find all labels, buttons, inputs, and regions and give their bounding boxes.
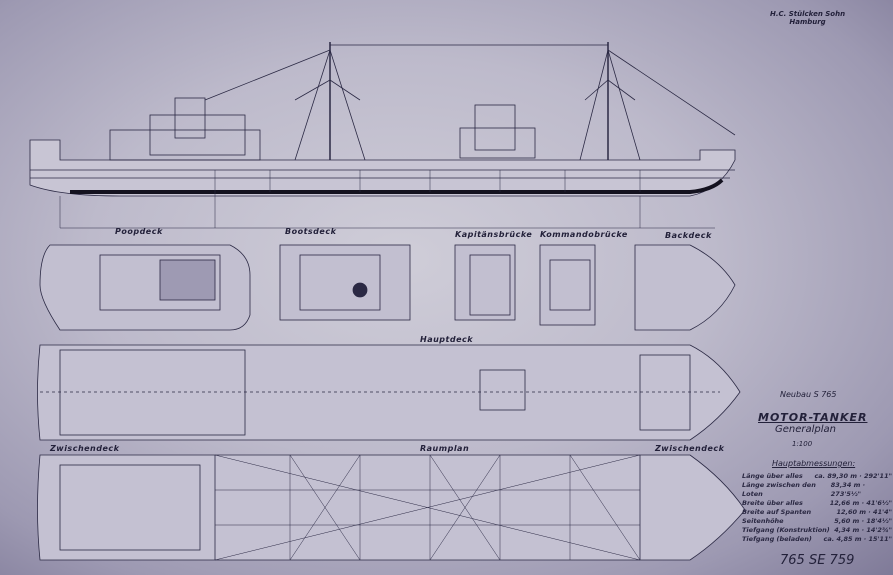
label-poopdeck: Poopdeck bbox=[115, 227, 163, 236]
newbuild-number: Neubau S 765 bbox=[780, 390, 837, 399]
label-hauptdeck: Hauptdeck bbox=[420, 335, 474, 344]
drawing-subtitle: Generalplan bbox=[775, 424, 837, 435]
label-backdeck: Backdeck bbox=[665, 231, 712, 240]
dimensions-heading: Hauptabmessungen: bbox=[772, 459, 856, 468]
label-kommandobruecke: Kommandobrücke bbox=[540, 230, 628, 239]
maker-stamp: H.C. Stülcken Sohn Hamburg bbox=[770, 10, 845, 26]
label-zwischendeck-right: Zwischendeck bbox=[655, 444, 725, 453]
profile-view bbox=[29, 42, 736, 229]
drawing-number: 765 SE 759 bbox=[780, 553, 855, 568]
deck-plans bbox=[37, 244, 746, 561]
maker-city: Hamburg bbox=[789, 18, 826, 26]
label-raumplan: Raumplan bbox=[420, 444, 470, 453]
dimension-row: Tiefgang (beladen)ca. 4,85 m · 15'11" bbox=[742, 535, 892, 543]
drawing-title: MOTOR-TANKER bbox=[758, 411, 868, 424]
label-zwischendeck-left: Zwischendeck bbox=[50, 444, 120, 453]
label-bootsdeck: Bootsdeck bbox=[285, 227, 337, 236]
label-kapitaensbruecke: Kapitänsbrücke bbox=[455, 230, 533, 239]
maker-name: H.C. Stülcken Sohn bbox=[770, 10, 846, 18]
drawing-scale: 1:100 bbox=[792, 440, 813, 448]
dimension-row: Tiefgang (Konstruktion)4,34 m · 14'2¾" bbox=[742, 526, 892, 534]
